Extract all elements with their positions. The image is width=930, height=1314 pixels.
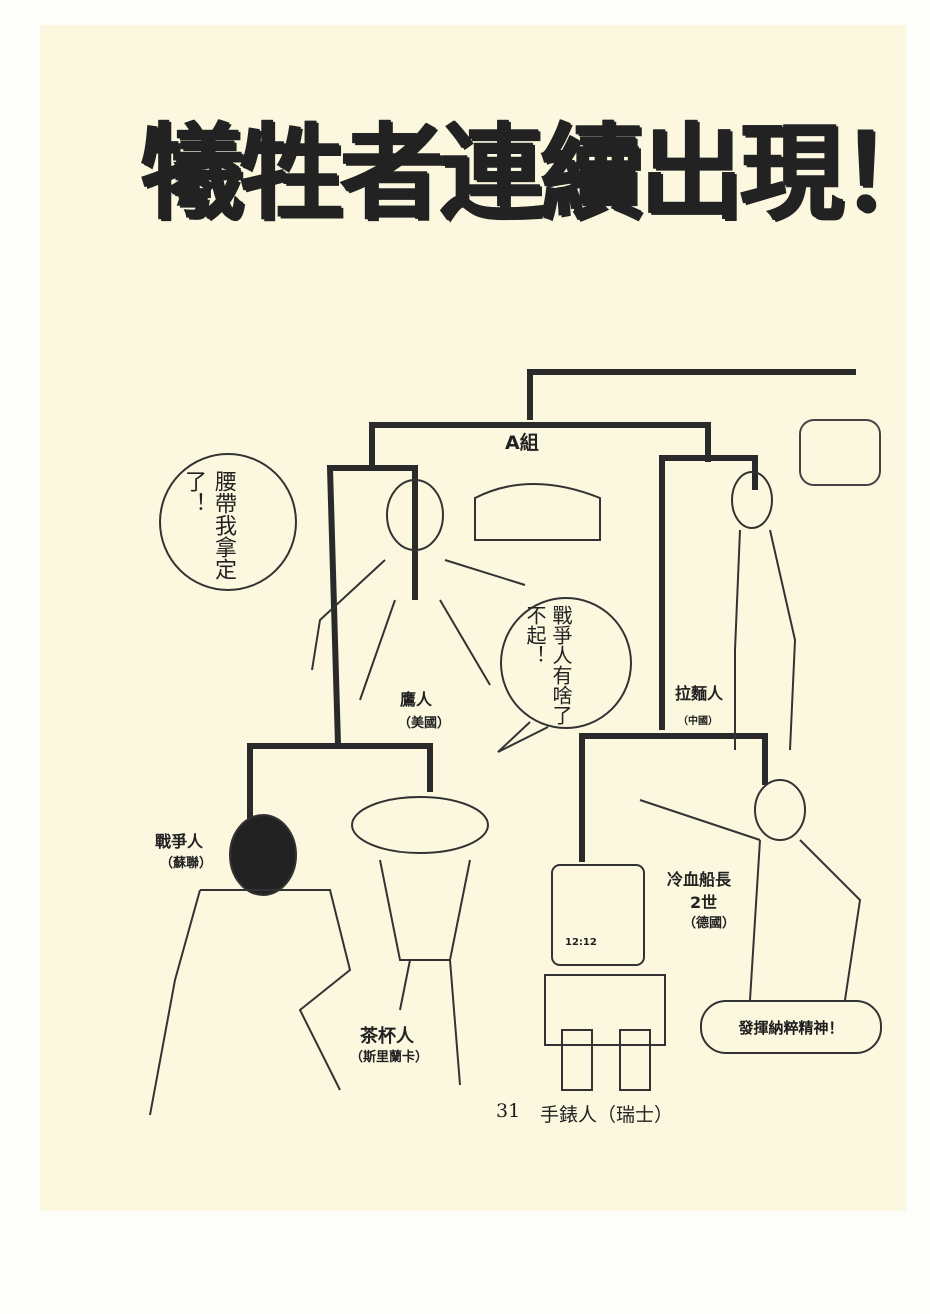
page-title: 犧牲者連續出現！: [140, 112, 930, 234]
watch-man-leg-left: [561, 1029, 593, 1091]
watch-man-leg-right: [619, 1029, 651, 1091]
partial-frame: [799, 419, 881, 486]
speech-bubble-teacup: [500, 597, 632, 729]
bubble-text-captain: 發揮納粹精神！: [738, 1018, 844, 1037]
group-label: A組: [505, 432, 539, 454]
war-man-body: [149, 889, 352, 1116]
eagle-man-head: [386, 479, 444, 551]
captain-body: [639, 799, 862, 1001]
eagle-man-name: 鷹人: [400, 690, 433, 709]
watch-clock-display: 12:12: [565, 937, 597, 948]
arena-building: [474, 483, 601, 541]
war-man-head: [229, 814, 297, 896]
speech-bubble-eagle: [159, 453, 297, 591]
watch-man-head: [551, 864, 645, 966]
war-man-country: （蘇聯）: [160, 856, 213, 871]
eagle-man-country: （美國）: [398, 716, 451, 731]
watch-man-body: [544, 974, 666, 1046]
watch-man-label: 手錶人（瑞士）: [540, 1104, 674, 1126]
eagle-man-body: [311, 559, 526, 701]
speech-bubble-captain: 發揮納粹精神！: [700, 1000, 882, 1054]
ramen-man-body: [734, 529, 797, 751]
ramen-man-name: 拉麵人: [675, 684, 724, 703]
page-number: 31: [496, 1100, 521, 1122]
teacup-man-cup: [351, 796, 489, 854]
captain-country: （德國）: [683, 916, 736, 931]
teacup-man-country: （斯里蘭卡）: [350, 1050, 429, 1065]
war-man-name: 戰爭人: [155, 832, 204, 851]
teacup-man-body: [379, 859, 471, 1086]
character-drawings: [149, 471, 862, 1116]
bracket-lines: [247, 369, 856, 862]
captain-name-suffix: 2世: [690, 893, 718, 912]
speech-bubble-tail: [497, 721, 549, 753]
bubble-text-eagle: 腰帶我拿定了！: [181, 470, 236, 580]
ramen-man-head: [731, 471, 773, 529]
ramen-man-country: （中國）: [678, 716, 718, 727]
teacup-man-name: 茶杯人: [360, 1026, 414, 1047]
bubble-text-teacup: 戰爭人有啥了不起！: [523, 605, 573, 725]
captain-name: 冷血船長: [667, 870, 732, 889]
captain-head: [754, 779, 806, 841]
